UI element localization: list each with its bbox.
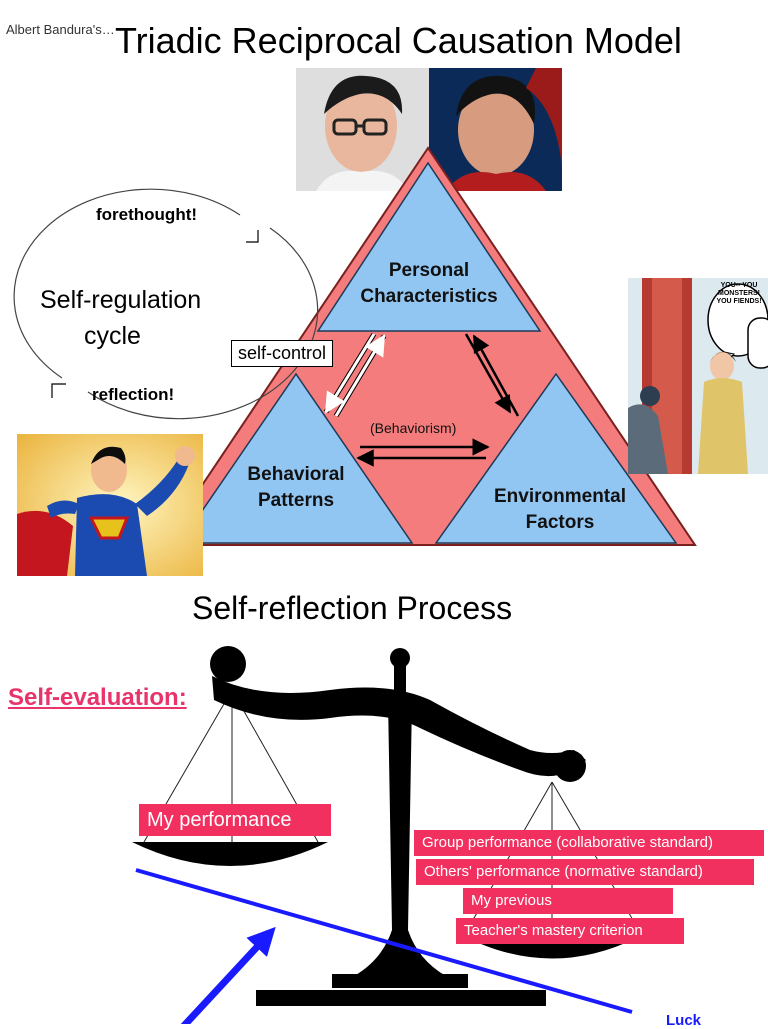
- behavioral-triangle: [178, 372, 414, 544]
- comic-speech-bubble: YOU-- YOU MONSTERS! YOU FIENDS!: [716, 282, 762, 305]
- behavioral-label-line2: Patterns: [257, 490, 335, 511]
- triad-diagram: [160, 146, 697, 546]
- luck-line: [135, 868, 633, 1014]
- personal-characteristics-label: Personal Characteristics: [318, 258, 540, 310]
- personal-environment-arrows: [464, 333, 520, 417]
- personal-triangle: [316, 161, 542, 332]
- left-pan: [132, 842, 328, 866]
- scale-beam: [212, 676, 586, 777]
- my-previous-box: My previous: [463, 888, 673, 914]
- behavioral-label-line1: Behavioral: [247, 464, 345, 485]
- behavioral-patterns-label: Behavioral Patterns: [180, 462, 412, 514]
- self-evaluation-heading: Self-evaluation:: [8, 684, 187, 711]
- self-regulation-cycle: [13, 188, 319, 420]
- personal-label-line1: Personal: [388, 260, 470, 281]
- comic-panel: YOU-- YOU MONSTERS! YOU FIENDS!: [628, 278, 768, 474]
- page-title: Triadic Reciprocal Causation Model: [115, 20, 682, 61]
- cycle-label: cycle: [84, 322, 141, 350]
- group-performance-box: Group performance (collaborative standar…: [414, 830, 764, 856]
- cycle-arrowhead-top: [246, 230, 259, 243]
- environmental-label-line2: Factors: [525, 512, 595, 533]
- blue-up-arrow: [180, 926, 276, 1024]
- luck-label: Luck: [666, 1012, 702, 1029]
- reflection-label: reflection!: [92, 385, 175, 404]
- scale-post: [354, 700, 446, 976]
- personal-label-line2: Characteristics: [360, 286, 498, 307]
- others-performance-box: Others' performance (normative standard): [416, 859, 754, 885]
- my-performance-box: My performance: [139, 804, 331, 836]
- environmental-triangle: [434, 372, 678, 544]
- author-label: Albert Bandura's…: [6, 22, 115, 37]
- environmental-factors-label: Environmental Factors: [440, 484, 680, 536]
- teacher-mastery-box: Teacher's mastery criterion: [456, 918, 684, 944]
- self-control-label: self-control: [231, 340, 334, 367]
- self-control-arrows: [323, 332, 387, 418]
- behaviorism-arrows: [356, 438, 490, 467]
- forethought-label: forethought!: [96, 205, 198, 224]
- superman-flying-image: [17, 434, 203, 576]
- cycle-arrowhead-bottom: [51, 383, 66, 398]
- clark-superman-photo: [296, 68, 562, 191]
- self-regulation-label: Self-regulation: [40, 286, 202, 314]
- behaviorism-label: (Behaviorism): [370, 420, 457, 436]
- section-title: Self-reflection Process: [192, 590, 513, 626]
- environmental-label-line1: Environmental: [494, 486, 626, 507]
